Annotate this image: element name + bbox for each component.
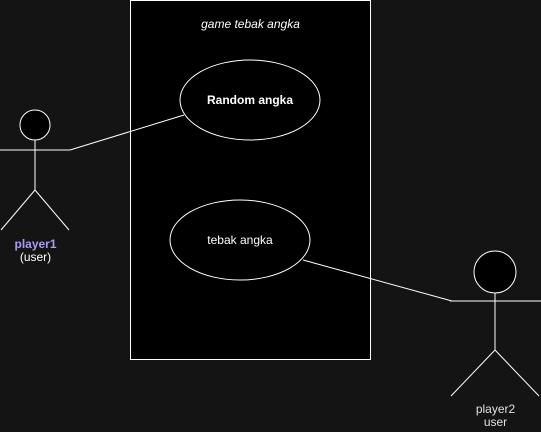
actor-player1-name: player1 [14,237,57,251]
use-case-random-angka[interactable] [179,59,321,141]
actor-player1-label: player1 (user) [0,238,71,264]
actor-player2-label: player2 user [460,403,531,429]
actor-player2-role: user [483,415,508,429]
actor-player2-right-leg [494,349,540,397]
actor-player1[interactable] [0,109,70,231]
actor-player2-head [473,250,517,294]
system-boundary[interactable] [130,0,371,360]
actor-player2-name: player2 [475,402,516,416]
actor-player2[interactable] [450,250,541,397]
actor-player2-left-leg [450,349,496,397]
use-case-tebak-angka[interactable] [169,199,311,281]
actor-player1-left-leg [0,189,36,231]
use-case-random-angka-label: Random angka [206,93,293,107]
actor-player1-right-leg [34,189,70,231]
association-player2-tebak-angka[interactable] [302,259,453,302]
actor-player1-head [19,109,51,141]
system-title: game tebak angka [201,17,300,31]
actor-player1-role: (user) [19,250,52,264]
association-player1-random-angka[interactable] [69,114,185,151]
use-case-tebak-angka-label: tebak angka [207,233,273,247]
